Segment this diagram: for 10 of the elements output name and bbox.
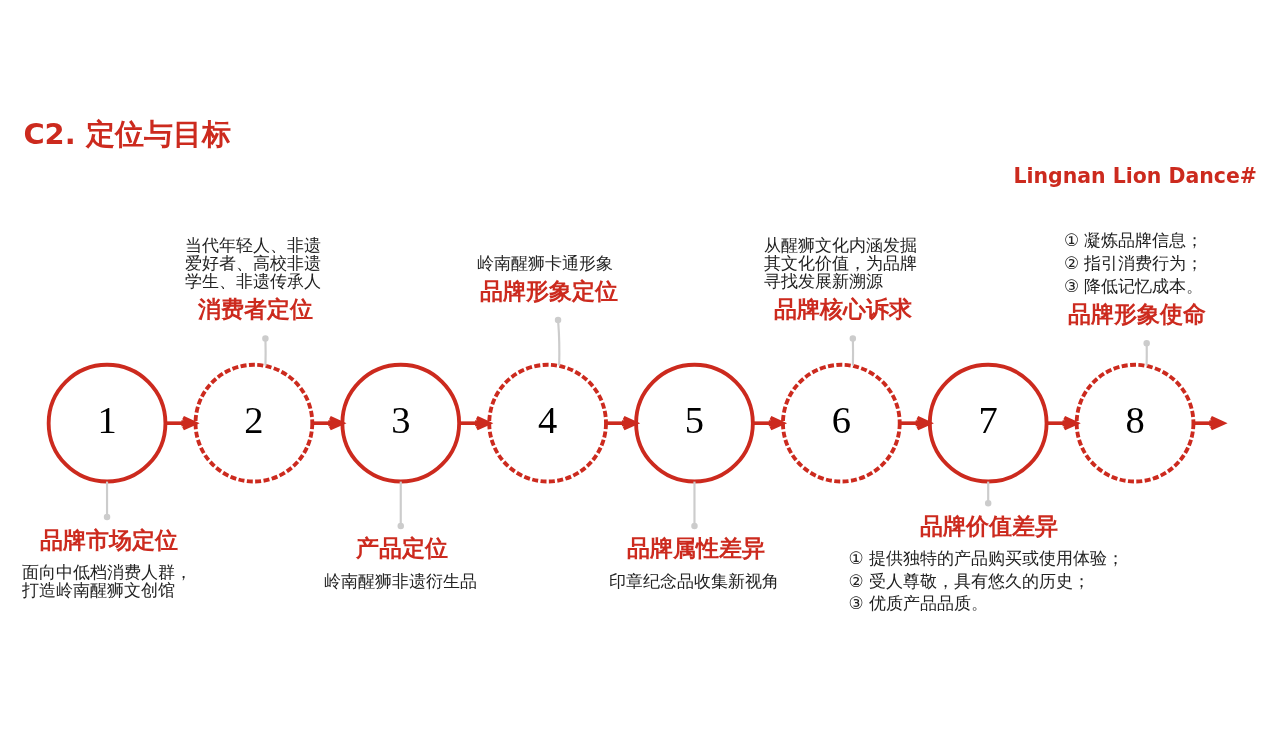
node-text: 产品定位 岭南醒狮非遗衍生品 xyxy=(323,534,477,591)
node-text: 品牌价值差异 ① 提供独特的产品购买或使用体验； ② 受人尊敬，具有悠久的历史； ③ 优质产品品质。 xyxy=(848,512,1125,613)
node-text: 品牌市场定位 面向中低档消费人群，打造岭南醒狮文创馆 xyxy=(21,526,192,600)
label: Lingnan Lion Dance# xyxy=(1013,163,1258,188)
node-text: ① 凝炼品牌信息； ② 指引消费行为； ③ 降低记忆成本。 品牌形象使命 xyxy=(1064,229,1206,327)
diagram-title: C2. 定位与目标 xyxy=(23,116,231,151)
node-text: 当代年轻人、非遗爱好者、高校非遗学生、非遗传承人 消费者定位 xyxy=(185,234,322,322)
node-text: 从醒狮文化内涵发掘其文化价值，为品牌寻找发展新溯源 品牌核心诉求 xyxy=(764,234,918,322)
node-text: 岭南醒狮卡通形象 品牌形象定位 xyxy=(476,252,619,304)
node-text: 品牌属性差异 印章纪念品收集新视角 xyxy=(609,534,779,591)
